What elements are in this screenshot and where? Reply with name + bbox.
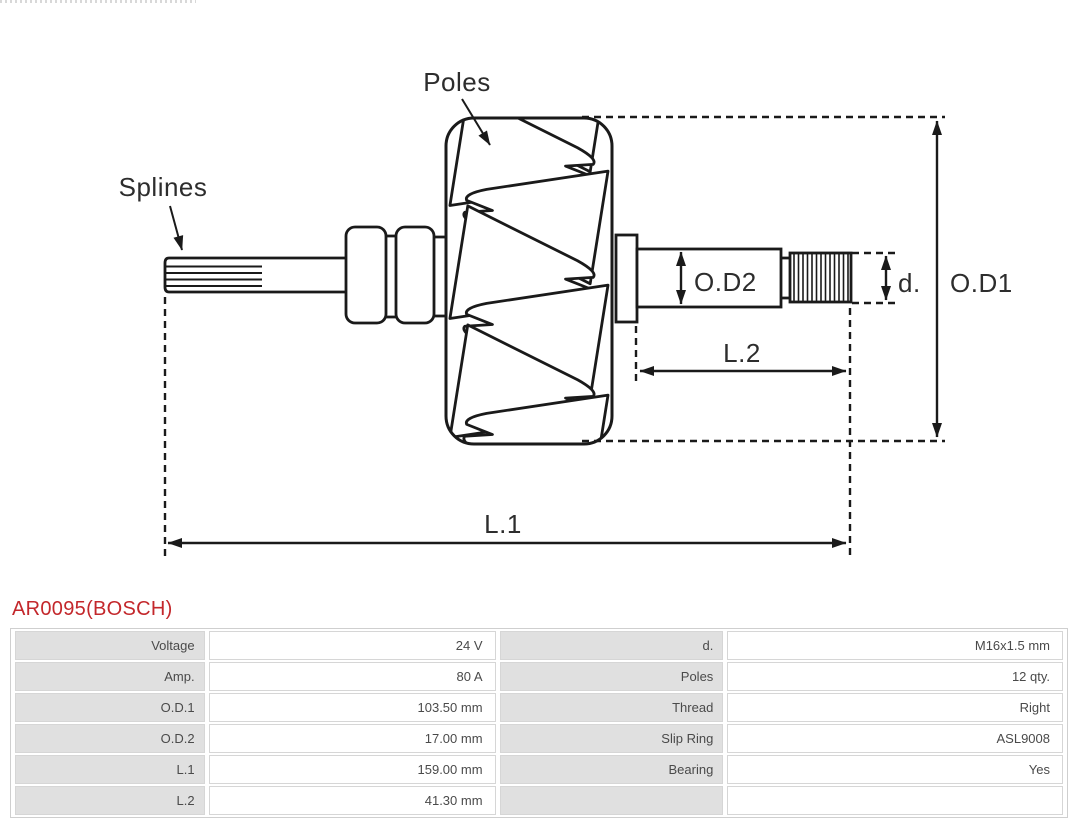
table-row: O.D.2 17.00 mm Slip Ring ASL9008: [15, 724, 1063, 753]
part-number: AR0095(BOSCH): [12, 598, 173, 620]
spec-value-cell: M16x1.5 mm: [727, 631, 1063, 660]
od1-label: O.D1: [950, 268, 1013, 298]
poles-label: Poles: [423, 67, 491, 97]
d-label: d.: [898, 268, 921, 298]
splines-arrow: [169, 205, 184, 251]
spec-label-cell: [499, 786, 724, 815]
splined-shaft: [163, 256, 346, 294]
rotor-diagram: Poles Splines O.D2 d. O.D1 L.2 L.1: [119, 67, 1013, 557]
shaft-collars: [344, 225, 447, 325]
spec-value-cell: [727, 786, 1063, 815]
splines-label: Splines: [119, 172, 208, 202]
dimension-lines: [167, 120, 942, 548]
spec-table: Voltage 24 V d. M16x1.5 mm Amp. 80 A Pol…: [10, 628, 1068, 818]
output-shaft: [614, 233, 853, 324]
spec-label-cell: Voltage: [15, 631, 205, 660]
spec-value-cell: 80 A: [208, 662, 496, 691]
poles-arrow: [461, 98, 491, 146]
spec-label-cell: Amp.: [15, 662, 205, 691]
spec-value-cell: 24 V: [208, 631, 496, 660]
table-row: Amp. 80 A Poles 12 qty.: [15, 662, 1063, 691]
l1-label: L.1: [484, 509, 522, 539]
spec-value-cell: ASL9008: [727, 724, 1063, 753]
spec-value-cell: Yes: [727, 755, 1063, 784]
table-row: L.1 159.00 mm Bearing Yes: [15, 755, 1063, 784]
l2-label: L.2: [723, 338, 761, 368]
spec-label-cell: Thread: [499, 693, 724, 722]
cropped-logo-strip: [0, 0, 196, 3]
spec-label-cell: d.: [499, 631, 724, 660]
spec-value-cell: 103.50 mm: [208, 693, 496, 722]
spec-value-cell: 17.00 mm: [208, 724, 496, 753]
pole-claw: [462, 393, 610, 444]
spec-value-cell: Right: [727, 693, 1063, 722]
od2-label: O.D2: [694, 267, 757, 297]
spec-label-cell: O.D.2: [15, 724, 205, 753]
extension-lines: [163, 115, 945, 557]
table-row: O.D.1 103.50 mm Thread Right: [15, 693, 1063, 722]
rotor-body: [444, 116, 614, 446]
slip-ring-collar: [614, 233, 639, 324]
table-row: Voltage 24 V d. M16x1.5 mm: [15, 631, 1063, 660]
spec-label-cell: Slip Ring: [499, 724, 724, 753]
spec-value-cell: 159.00 mm: [208, 755, 496, 784]
spec-label-cell: Bearing: [499, 755, 724, 784]
spec-label-cell: Poles: [499, 662, 724, 691]
spec-value-cell: 12 qty.: [727, 662, 1063, 691]
spec-label-cell: L.1: [15, 755, 205, 784]
spec-value-cell: 41.30 mm: [208, 786, 496, 815]
callout-arrows: [169, 98, 491, 251]
spec-label-cell: L.2: [15, 786, 205, 815]
table-row: L.2 41.30 mm: [15, 786, 1063, 815]
spec-label-cell: O.D.1: [15, 693, 205, 722]
